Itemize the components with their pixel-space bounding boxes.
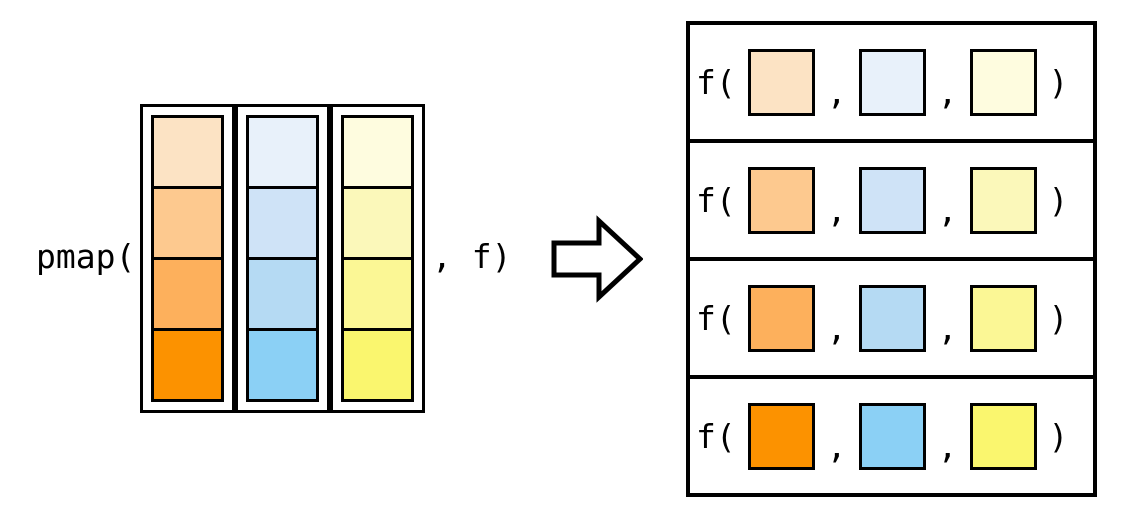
yellow-vector — [330, 104, 425, 413]
argument-cell — [969, 48, 1037, 116]
argument-separator: , — [937, 190, 958, 230]
argument-cell — [969, 284, 1037, 352]
argument-separator: , — [937, 72, 958, 112]
argument-separator: , — [826, 426, 847, 466]
argument-cell — [969, 402, 1037, 470]
argument-cell — [858, 166, 926, 234]
blue-vector — [235, 104, 330, 413]
call-prefix: f( — [696, 416, 736, 456]
input-vectors-group — [140, 104, 425, 413]
argument-cell — [858, 48, 926, 116]
vector-cell — [341, 328, 414, 402]
argument-cell — [747, 284, 815, 352]
call-prefix: f( — [696, 298, 736, 338]
pmap-call-suffix: , f) — [432, 237, 512, 276]
argument-cell — [858, 402, 926, 470]
argument-cell — [747, 402, 815, 470]
output-row: f( , , ) — [686, 257, 1097, 379]
vector-cell — [151, 186, 224, 260]
vector-cell — [341, 115, 414, 189]
argument-separator: , — [826, 190, 847, 230]
maps-to-arrow-icon — [551, 213, 644, 305]
call-suffix: ) — [1048, 416, 1069, 456]
output-row: f( , , ) — [686, 21, 1097, 143]
pmap-call-prefix: pmap( — [36, 237, 136, 276]
vector-cell — [151, 257, 224, 331]
output-row: f( , , ) — [686, 139, 1097, 261]
vector-cell — [151, 115, 224, 189]
vector-cell — [246, 186, 319, 260]
vector-cell — [341, 257, 414, 331]
orange-vector — [140, 104, 235, 413]
argument-cell — [747, 166, 815, 234]
argument-cell — [858, 284, 926, 352]
argument-separator: , — [826, 72, 847, 112]
vector-cell — [341, 186, 414, 260]
call-suffix: ) — [1048, 298, 1069, 338]
call-suffix: ) — [1048, 62, 1069, 102]
output-panel: f( , , ) f( , , ) f( , , ) f( — [686, 21, 1097, 497]
output-row: f( , , ) — [686, 375, 1097, 497]
argument-cell — [747, 48, 815, 116]
vector-cell — [246, 115, 319, 189]
argument-cell — [969, 166, 1037, 234]
vector-cell — [151, 328, 224, 402]
call-prefix: f( — [696, 62, 736, 102]
vector-cell — [246, 328, 319, 402]
argument-separator: , — [937, 426, 958, 466]
argument-separator: , — [826, 308, 847, 348]
vector-cell — [246, 257, 319, 331]
call-prefix: f( — [696, 180, 736, 220]
argument-separator: , — [937, 308, 958, 348]
call-suffix: ) — [1048, 180, 1069, 220]
